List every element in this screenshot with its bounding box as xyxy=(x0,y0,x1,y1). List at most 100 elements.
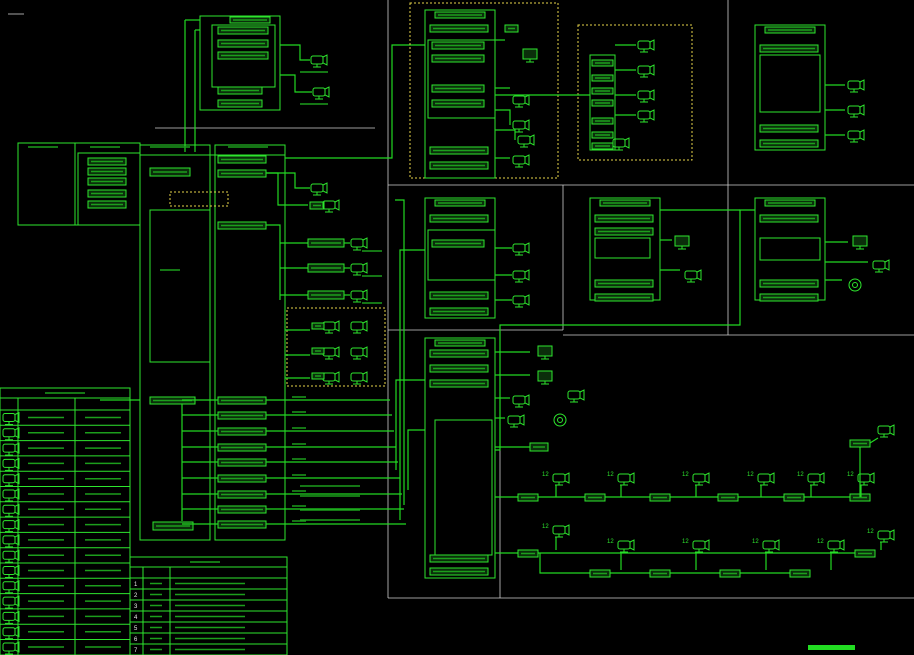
label: 6 xyxy=(134,637,138,643)
monitor-screen xyxy=(537,345,553,357)
camera-icon xyxy=(877,424,895,438)
camera-lens xyxy=(14,579,20,592)
camera-lens xyxy=(859,79,865,91)
camera-icon xyxy=(322,199,340,213)
wire xyxy=(495,209,755,451)
camera-icon xyxy=(637,64,655,78)
camera-body xyxy=(757,473,771,483)
camera-lens xyxy=(14,564,20,577)
camera-lens xyxy=(564,472,570,484)
camera-lens xyxy=(14,595,20,607)
camera-body xyxy=(2,474,16,484)
camera-icon xyxy=(637,89,655,103)
camera-icon xyxy=(350,371,368,385)
camera-icon xyxy=(310,54,328,68)
camera-body xyxy=(512,243,526,253)
camera-body xyxy=(2,611,16,621)
camera-icon xyxy=(2,610,20,624)
camera-body xyxy=(507,415,521,425)
camera-icon xyxy=(692,472,710,486)
camera-icon xyxy=(322,346,340,360)
camera-body xyxy=(637,40,651,50)
camera-body xyxy=(2,520,16,530)
camera-icon xyxy=(2,641,20,655)
camera-icon xyxy=(2,503,20,517)
camera-lens xyxy=(704,539,710,551)
camera-body xyxy=(877,425,891,435)
wire xyxy=(399,249,425,520)
camera-body xyxy=(512,155,526,165)
camera-icon xyxy=(512,94,530,108)
monitor-icon xyxy=(674,235,690,250)
camera-body xyxy=(847,80,861,90)
label: 12 xyxy=(847,472,854,478)
camera-lens xyxy=(524,394,530,406)
camera-icon xyxy=(322,371,340,385)
label: 12 xyxy=(682,539,689,545)
label: 7 xyxy=(134,648,138,654)
camera-icon xyxy=(2,534,20,548)
camera-body xyxy=(2,504,16,514)
camera-body xyxy=(637,90,651,100)
scale-bar xyxy=(808,645,855,650)
label: 12 xyxy=(607,472,614,478)
camera-icon xyxy=(512,269,530,283)
camera-icon xyxy=(512,242,530,256)
camera-body xyxy=(827,540,841,550)
camera-lens xyxy=(649,109,655,121)
label: 12 xyxy=(747,472,754,478)
label: 4 xyxy=(134,615,138,621)
panel-inner-block xyxy=(434,419,493,556)
cabinet-panel-top xyxy=(199,15,281,111)
camera-icon xyxy=(692,539,710,553)
camera-lens xyxy=(334,320,340,332)
camera-lens xyxy=(769,472,775,484)
camera-lens xyxy=(524,294,530,306)
nvr-block xyxy=(149,209,211,363)
camera-lens xyxy=(362,237,368,249)
camera-icon xyxy=(312,86,330,100)
camera-icon xyxy=(757,472,775,486)
camera-lens xyxy=(322,182,328,194)
camera-lens xyxy=(14,472,20,485)
camera-icon xyxy=(847,129,865,143)
wire xyxy=(280,44,310,61)
camera-lens xyxy=(624,137,630,149)
camera-body xyxy=(762,540,776,550)
camera-icon xyxy=(310,182,328,196)
wire xyxy=(280,74,312,93)
monitor-icon xyxy=(522,48,538,63)
camera-icon xyxy=(857,472,875,486)
camera-lens xyxy=(334,346,340,358)
wire xyxy=(407,429,425,490)
camera-lens xyxy=(696,269,702,281)
camera-lens xyxy=(524,242,530,254)
label: 1 xyxy=(134,582,138,588)
camera-body xyxy=(517,135,531,145)
camera-lens xyxy=(649,64,655,76)
camera-icon xyxy=(872,259,890,273)
camera-icon xyxy=(637,39,655,53)
camera-body xyxy=(552,473,566,483)
camera-lens xyxy=(14,534,20,546)
camera-lens xyxy=(14,549,20,562)
equipment-cabinet-3 xyxy=(424,337,496,579)
camera-lens xyxy=(14,488,20,500)
camera-icon xyxy=(2,472,20,487)
camera-body xyxy=(312,87,326,97)
camera-lens xyxy=(14,625,20,638)
camera-icon xyxy=(877,529,895,543)
wire xyxy=(495,129,516,140)
camera-icon xyxy=(512,394,530,408)
camera-body xyxy=(637,110,651,120)
camera-body xyxy=(350,321,364,331)
camera-body xyxy=(2,550,16,560)
camera-lens xyxy=(819,472,825,484)
camera-body xyxy=(807,473,821,483)
monitor-screen xyxy=(674,235,690,247)
camera-icon xyxy=(552,472,570,486)
camera-body xyxy=(552,525,566,535)
camera-lens xyxy=(889,424,895,436)
camera-body xyxy=(310,183,324,193)
camera-body xyxy=(2,596,16,606)
